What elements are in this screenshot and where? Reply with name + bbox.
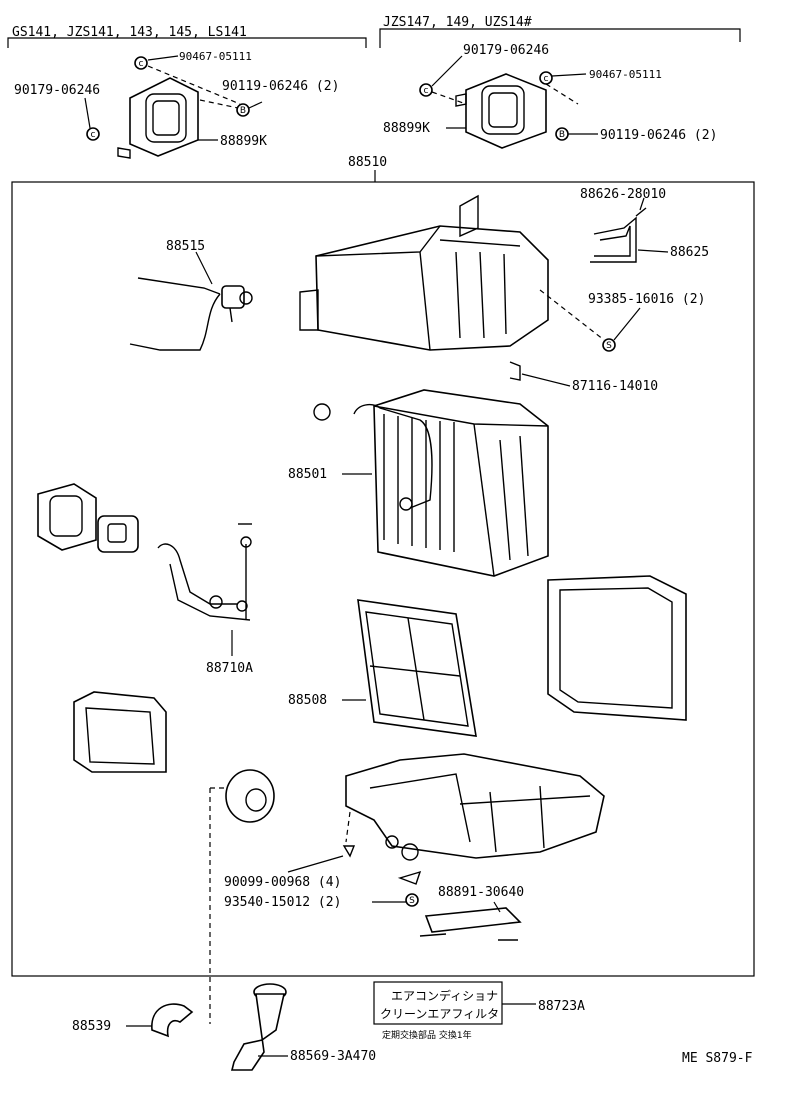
label-88508: 88508 xyxy=(288,693,327,708)
label-90179-left: 90179-06246 xyxy=(14,83,100,98)
filter-cover-right xyxy=(455,73,547,149)
duct-88569 xyxy=(230,983,287,1071)
label-90467-left: 90467-05111 xyxy=(179,50,252,63)
svg-text:B: B xyxy=(240,106,246,116)
foam-ring xyxy=(225,769,275,823)
label-90119-right: 90119-06246 (2) xyxy=(600,128,717,143)
evaporator-88501 xyxy=(353,389,549,577)
svg-text:B: B xyxy=(559,130,565,140)
label-90179-right: 90179-06246 xyxy=(463,43,549,58)
label-88899k-left: 88899K xyxy=(220,134,267,149)
label-88891: 88891-30640 xyxy=(438,885,524,900)
header-right: JZS147, 149, UZS14# xyxy=(383,15,532,30)
pipe-88710a xyxy=(157,523,252,621)
label-88710a: 88710A xyxy=(206,661,253,676)
lower-case xyxy=(345,753,605,861)
nut-right-top: c xyxy=(539,71,553,85)
label-88501: 88501 xyxy=(288,467,327,482)
label-87116: 87116-14010 xyxy=(572,379,658,394)
upper-case xyxy=(299,194,549,351)
filter-cover-left xyxy=(117,77,199,159)
header-right-bracket xyxy=(379,28,741,48)
svg-text:S: S xyxy=(606,341,612,351)
reference-code: ME S879-F xyxy=(682,1051,753,1066)
label-88625: 88625 xyxy=(670,245,709,260)
caution-label-88723a: エアコンディショナ クリーンエアフィルタ 定期交換部品 交換1年 xyxy=(373,981,503,1041)
nut-left-top: c xyxy=(134,56,148,70)
label-88515: 88515 xyxy=(166,239,205,254)
assembly-frame xyxy=(11,181,755,977)
svg-text:c: c xyxy=(139,59,144,69)
screw-s-lower: S xyxy=(405,893,419,907)
header-left-bracket xyxy=(7,37,367,48)
expansion-valve xyxy=(97,515,139,553)
clip-87116 xyxy=(509,361,521,381)
screw-b-left: B xyxy=(236,103,250,117)
label-88569: 88569-3A470 xyxy=(290,1049,376,1064)
sticker-line3: 定期交換部品 交換1年 xyxy=(382,1029,472,1041)
label-88510: 88510 xyxy=(348,155,387,170)
air-filter-88508 xyxy=(357,599,477,737)
o-ring xyxy=(313,403,331,421)
screw-90099 xyxy=(342,845,356,858)
svg-text:c: c xyxy=(424,86,429,96)
svg-text:c: c xyxy=(91,130,96,140)
clip-c-right: c xyxy=(419,83,433,97)
seal-frame-left xyxy=(73,691,167,773)
seal-frame-right xyxy=(547,575,687,721)
label-88539: 88539 xyxy=(72,1019,111,1034)
sticker-line2: クリーンエアフィルタ xyxy=(380,1007,499,1021)
label-88626: 88626-28010 xyxy=(580,187,666,202)
label-93385: 93385-16016 (2) xyxy=(588,292,705,307)
clamp-88625 xyxy=(590,216,637,263)
svg-text:S: S xyxy=(409,896,415,906)
drain-cover-88891 xyxy=(419,907,522,941)
screw-s-upper: S xyxy=(602,338,616,352)
label-88899k-right: 88899K xyxy=(383,121,430,136)
drain-hose-88539 xyxy=(151,1003,194,1038)
label-90099: 90099-00968 (4) xyxy=(224,875,341,890)
sticker-line1: エアコンディショナ xyxy=(391,988,498,1003)
svg-text:c: c xyxy=(544,74,549,84)
screw-b-right: B xyxy=(555,127,569,141)
label-93540: 93540-15012 (2) xyxy=(224,895,341,910)
label-88723a: 88723A xyxy=(538,999,585,1014)
seal-pad xyxy=(37,483,97,551)
label-90467-right: 90467-05111 xyxy=(589,68,662,81)
header-left: GS141, JZS141, 143, 145, LS141 xyxy=(12,25,247,40)
thermistor-88515 xyxy=(129,277,253,351)
label-90119-left: 90119-06246 (2) xyxy=(222,79,339,94)
clip-c-left: c xyxy=(86,127,100,141)
